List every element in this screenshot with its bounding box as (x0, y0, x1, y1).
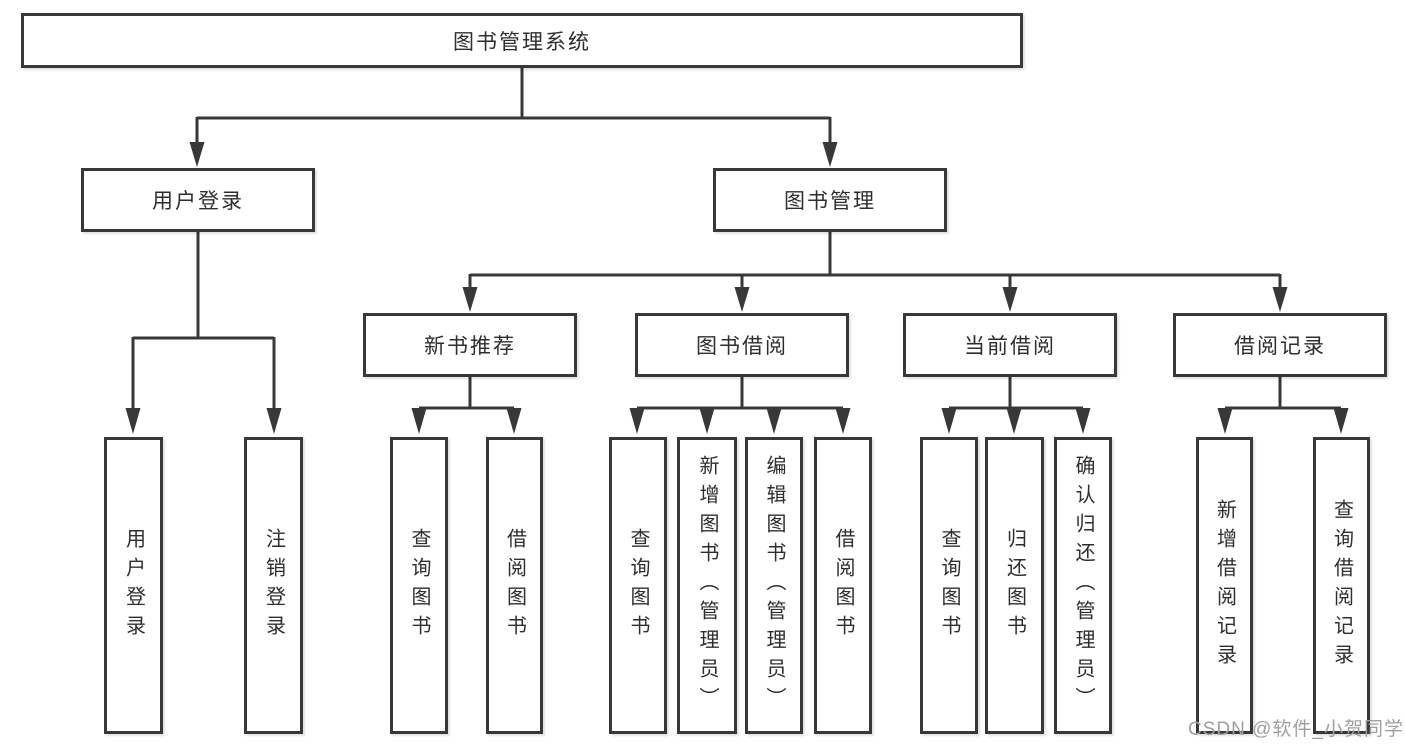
arrow-leaf-query-record (1333, 408, 1349, 434)
node-book-borrow-label: 图书借阅 (696, 335, 788, 358)
node-book-management-label: 图书管理 (784, 190, 876, 213)
leaf-edit-book: 编辑图书（管理员） (745, 437, 803, 734)
leaf-query-record: 查询借阅记录 (1313, 437, 1370, 734)
leaf-confirm-return: 确认归还（管理员） (1054, 437, 1112, 734)
arrow-leaf-add-record (1217, 408, 1233, 434)
arrow-leaf-query-book-3 (941, 408, 957, 434)
leaf-query-book-2: 查询图书 (609, 437, 667, 734)
arrow-leaf-add-book (699, 408, 715, 434)
leaf-return-book-label: 归还图书 (1003, 527, 1026, 644)
arrow-leaf-borrow-book-1 (506, 408, 522, 434)
arrow-leaf-query-book-2 (629, 408, 645, 434)
leaf-query-book-1-label: 查询图书 (408, 527, 430, 644)
node-borrow-record-label: 借阅记录 (1234, 335, 1326, 358)
node-new-book-recommend-label: 新书推荐 (424, 335, 516, 358)
leaf-logout-label: 注销登录 (262, 527, 285, 644)
arrow-borrow-record (1272, 287, 1288, 312)
node-borrow-record: 借阅记录 (1173, 313, 1387, 377)
arrow-book-borrow (734, 287, 750, 312)
arrow-leaf-confirm-return (1075, 408, 1091, 434)
node-book-borrow: 图书借阅 (635, 313, 849, 377)
leaf-logout: 注销登录 (244, 437, 303, 734)
level3-stub-lines (468, 377, 1282, 408)
node-current-borrow: 当前借阅 (903, 313, 1117, 377)
node-book-management: 图书管理 (713, 168, 947, 232)
leaf-query-book-3-label: 查询图书 (938, 527, 960, 644)
leaf-add-book: 新增图书（管理员） (677, 437, 737, 734)
arrow-leaf-query-book-1 (411, 408, 427, 434)
leaf-add-record: 新增借阅记录 (1196, 437, 1253, 734)
leaf-confirm-return-label: 确认归还（管理员） (1072, 455, 1094, 716)
arrow-current-borrow (1002, 287, 1018, 312)
arrow-user-login (189, 142, 205, 167)
leaf-query-book-3: 查询图书 (920, 437, 978, 734)
leaf-borrow-book-2-label: 借阅图书 (832, 527, 854, 644)
arrow-leaf-edit-book (766, 408, 782, 434)
arrow-new-book (462, 287, 478, 312)
leaf-user-login-label: 用户登录 (122, 527, 145, 644)
node-new-book-recommend: 新书推荐 (363, 313, 577, 377)
leaf-query-record-label: 查询借阅记录 (1330, 498, 1353, 673)
level3-connector (468, 232, 1282, 291)
node-user-login-label: 用户登录 (152, 190, 244, 213)
csdn-watermark: CSDN @软件_小贺同学 (1188, 719, 1404, 740)
node-root-label: 图书管理系统 (453, 30, 591, 54)
leaf-borrow-book-1-label: 借阅图书 (503, 527, 526, 644)
leaf-user-login: 用户登录 (104, 437, 163, 734)
leaf-edit-book-label: 编辑图书（管理员） (763, 455, 785, 716)
leaf-borrow-book-1: 借阅图书 (486, 437, 543, 734)
arrow-leaf-user-login (125, 408, 141, 434)
leaf-return-book: 归还图书 (985, 437, 1044, 734)
leaf-query-book-2-label: 查询图书 (627, 527, 649, 644)
user-login-branch-connector (131, 232, 276, 410)
leaf-query-book-1: 查询图书 (390, 437, 448, 734)
leaf-borrow-book-2: 借阅图书 (814, 437, 872, 734)
level2-connector (195, 68, 832, 146)
arrow-leaf-borrow-book-2 (835, 408, 851, 434)
arrow-leaf-return-book (1006, 408, 1022, 434)
leaf-add-record-label: 新增借阅记录 (1213, 498, 1236, 673)
arrow-book-management (822, 142, 838, 167)
node-root: 图书管理系统 (21, 13, 1023, 68)
node-current-borrow-label: 当前借阅 (964, 335, 1056, 358)
arrowheads (125, 142, 1349, 434)
leaf-add-book-label: 新增图书（管理员） (696, 455, 718, 716)
arrow-leaf-logout (266, 408, 282, 434)
node-user-login: 用户登录 (81, 168, 315, 232)
